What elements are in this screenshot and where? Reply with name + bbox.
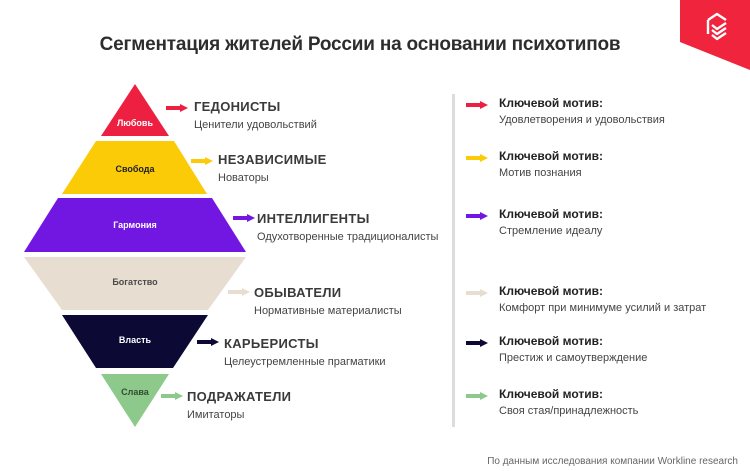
type-careerists: КАРЬЕРИСТЫ Целеустремленные прагматики — [224, 336, 386, 368]
arrow-right-icon — [161, 392, 183, 400]
arrow-right-icon — [466, 212, 488, 220]
logo-corner — [680, 0, 750, 70]
type-name: ПОДРАЖАТЕЛИ — [187, 389, 292, 404]
motive-heading: Ключевой мотив: — [499, 96, 604, 110]
type-ordinary: ОБЫВАТЕЛИ Нормативные материалисты — [254, 285, 402, 317]
motive-text: Своя стая/принадлежность — [499, 405, 639, 417]
motive-heading: Ключевой мотив: — [499, 149, 604, 163]
layer-power-shape — [62, 315, 208, 368]
motive-heading: Ключевой мотив: — [499, 284, 604, 298]
type-name: НЕЗАВИСИМЫЕ — [218, 152, 327, 167]
type-independents: НЕЗАВИСИМЫЕ Новаторы — [218, 152, 327, 184]
layer-label-wealth: Богатство — [112, 277, 158, 287]
type-imitators: ПОДРАЖАТЕЛИ Имитаторы — [187, 389, 291, 421]
stacked-check-logo-icon — [706, 12, 727, 41]
motive-heading: Ключевой мотив: — [499, 334, 604, 348]
layer-label-harmony: Гармония — [113, 220, 157, 230]
arrow-right-icon — [228, 288, 250, 296]
type-intellectuals: ИНТЕЛЛИГЕНТЫ Одухотворенные традиционали… — [257, 211, 438, 243]
motive-text: Удовлетворения и удовольствия — [499, 114, 665, 126]
motive-text: Престиж и самоутверждение — [499, 352, 648, 364]
motive-text: Мотив познания — [499, 167, 582, 179]
layer-harmony-shape — [24, 198, 246, 252]
arrow-right-icon — [466, 154, 488, 162]
type-name: ОБЫВАТЕЛИ — [254, 285, 342, 300]
arrow-right-icon — [466, 289, 488, 297]
type-desc: Новаторы — [218, 172, 269, 184]
arrow-right-icon — [166, 104, 188, 112]
type-desc: Нормативные материалисты — [254, 305, 402, 317]
type-name: ИНТЕЛЛИГЕНТЫ — [257, 211, 370, 226]
type-desc: Целеустремленные прагматики — [224, 356, 386, 368]
layer-love-shape — [101, 84, 169, 136]
layer-wealth-shape — [24, 257, 246, 310]
motive-text: Комфорт при минимуме усилий и затрат — [499, 302, 707, 314]
type-desc: Имитаторы — [187, 409, 245, 421]
page-title: Сегментация жителей России на основании … — [0, 34, 750, 56]
arrow-right-icon — [233, 214, 255, 222]
divider — [452, 94, 455, 427]
motive-heading: Ключевой мотив: — [499, 207, 604, 221]
arrow-right-icon — [197, 338, 219, 346]
arrow-right-icon — [466, 392, 488, 400]
layer-label-fame: Слава — [121, 387, 149, 397]
type-name: КАРЬЕРИСТЫ — [224, 336, 319, 351]
type-desc: Одухотворенные традиционалисты — [257, 231, 439, 243]
layer-freedom-shape — [62, 141, 207, 194]
arrow-right-icon — [466, 101, 488, 109]
source-footnote: По данным исследования компании Workline… — [487, 456, 738, 467]
type-name: ГЕДОНИСТЫ — [194, 99, 281, 114]
arrow-right-icon — [466, 339, 488, 347]
layer-label-love: Любовь — [116, 118, 153, 128]
motive-heading: Ключевой мотив: — [499, 387, 604, 401]
psychotype-pyramid — [24, 84, 246, 427]
layer-label-power: Власть — [118, 335, 152, 345]
layer-fame-shape — [101, 374, 169, 427]
arrow-right-icon — [191, 157, 213, 165]
layer-label-freedom: Свобода — [115, 164, 155, 174]
type-hedonists: ГЕДОНИСТЫ Ценители удовольствий — [194, 99, 317, 131]
title-text: Сегментация жителей России на основании … — [99, 34, 621, 55]
motive-text: Стремление идеалу — [499, 225, 603, 237]
type-desc: Ценители удовольствий — [194, 119, 317, 131]
